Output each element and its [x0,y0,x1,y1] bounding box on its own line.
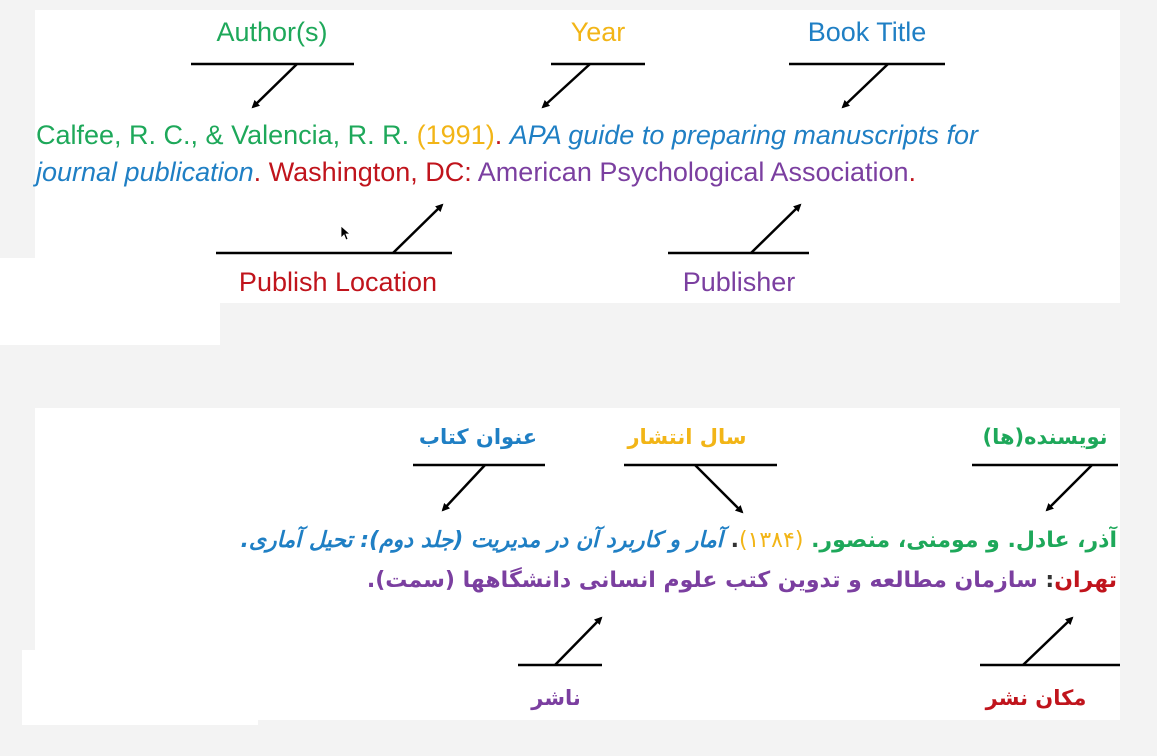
citation-dot: . [494,120,503,150]
fa-citation-dot: . [730,528,739,553]
citation-title-cont: journal publication [36,157,254,187]
fa-title-arrow [441,464,486,512]
fa-citation-publisher: سازمان مطالعه و تدوین کتب علوم انسانی دا… [366,568,1038,593]
fa-label-year: سال انتشار [627,425,747,449]
english-citation-line-2: journal publication. Washington, DC: Ame… [36,157,916,188]
fa-author-arrow [1045,464,1093,512]
fa-citation-year: (۱۳۸۴) [738,528,804,553]
label-publisher: Publisher [682,267,796,297]
location-arrow [392,203,444,254]
fa-citation-author: آذر، عادل. و مومنی، منصور. [811,528,1117,553]
publisher-arrow [750,203,802,254]
fa-label-publisher: ناشر [531,686,581,710]
author-arrow [251,63,298,109]
english-panel-lower [220,250,1120,303]
fa-publisher-arrow [554,616,603,666]
label-year: Year [570,17,626,47]
fa-citation-title: آمار و کاربرد آن در مدیریت (جلد دوم): تح… [240,528,723,553]
persian-panel-lower [22,650,258,725]
citation-author: Calfee, R. C., & Valencia, R. R. [36,120,410,150]
fa-year-arrow [694,464,744,514]
persian-citation-line-2: تهران: سازمان مطالعه و تدوین کتب علوم ان… [37,568,1117,593]
fa-label-author: نویسنده(ها) [982,425,1108,449]
persian-citation-line-1: آذر، عادل. و مومنی، منصور. (۱۳۸۴). آمار … [37,528,1117,553]
left-blank-panel [0,258,220,345]
fa-label-title: عنوان کتاب [418,425,538,449]
label-book-title: Book Title [807,17,927,47]
label-author: Author(s) [216,17,328,47]
fa-label-location: مکان نشر [985,686,1087,710]
english-panel [35,10,1120,258]
title-arrow [841,63,889,109]
citation-year: (1991) [416,120,495,150]
mouse-cursor-icon [340,225,352,241]
citation-location: Washington, DC: [268,157,472,187]
citation-publisher: American Psychological Association [477,157,909,187]
fa-citation-location: تهران [1054,568,1117,593]
citation-dot: . [908,157,917,187]
year-arrow [541,63,591,109]
label-publish-location: Publish Location [238,267,438,297]
fa-location-arrow [1022,616,1074,666]
citation-dot: . [253,157,262,187]
citation-title: APA guide to preparing manuscripts for [509,120,978,150]
english-citation-line-1: Calfee, R. C., & Valencia, R. R. (1991).… [36,120,978,151]
fa-citation-colon: : [1045,568,1055,593]
